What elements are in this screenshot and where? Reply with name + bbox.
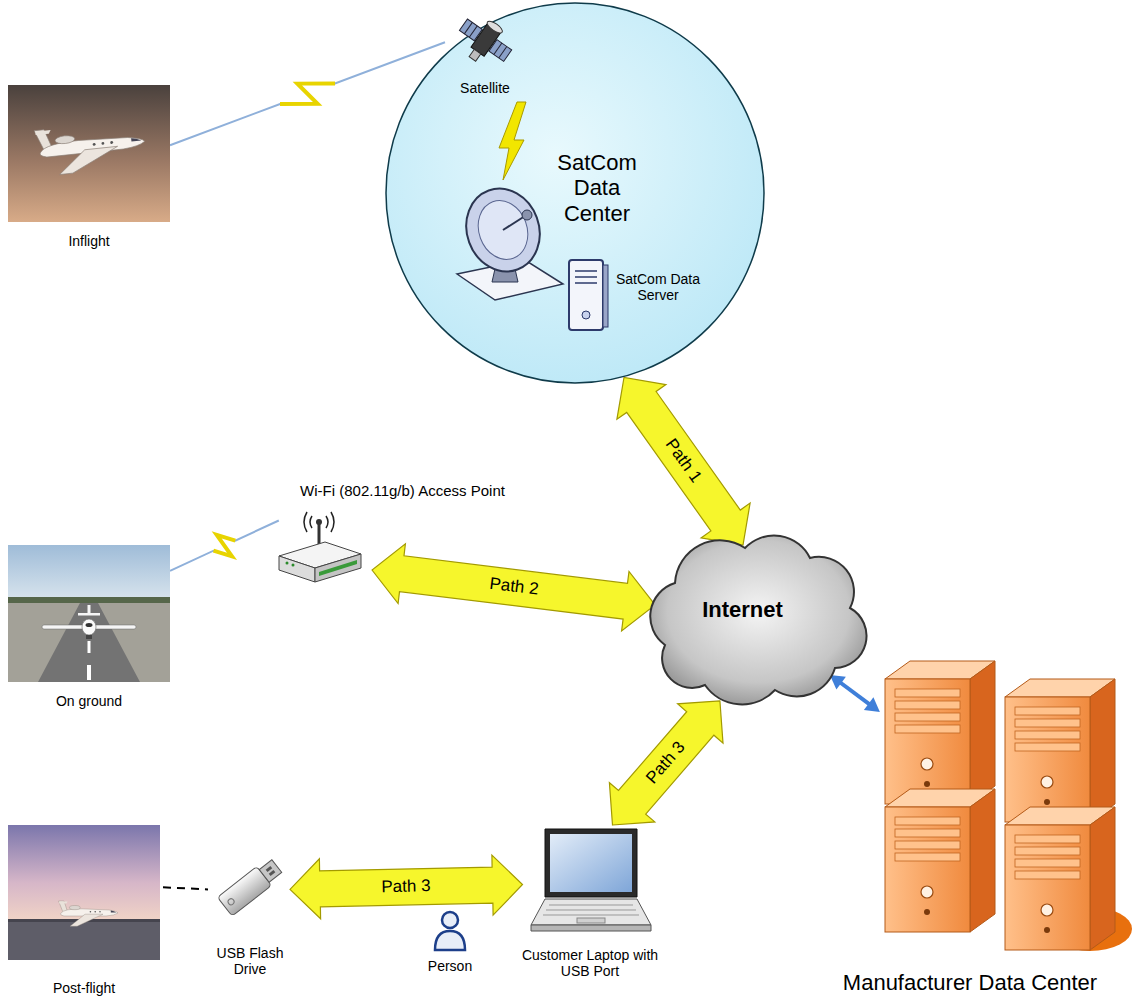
person: Person xyxy=(415,910,485,982)
wireless-link xyxy=(170,521,279,571)
person-icon xyxy=(432,910,468,952)
person-label: Person xyxy=(415,958,485,974)
internet-cloud: Internet xyxy=(625,525,860,710)
network-arrow xyxy=(830,675,880,712)
post-flight-photo: Post-flight xyxy=(8,825,163,1003)
path-label: Path 1 xyxy=(662,436,706,487)
path-arrow xyxy=(290,855,523,919)
arrow-line xyxy=(840,682,871,705)
wifi-access-point: Wi-Fi (802.11g/b) Access Point xyxy=(265,480,540,615)
sat-icon xyxy=(455,10,515,72)
photo2-icon xyxy=(8,545,170,682)
photo3-icon xyxy=(8,825,160,960)
dashed-line xyxy=(163,887,208,889)
satcom-data-server-label: SatCom Data Server xyxy=(611,271,705,303)
path-arrow-shape xyxy=(372,544,655,631)
path-arrow-shape xyxy=(609,701,723,825)
satellite-label: Satellite xyxy=(445,80,525,96)
arrow-head xyxy=(864,697,880,712)
path-arrow xyxy=(372,544,655,631)
path-arrow xyxy=(617,378,750,546)
dashed-link xyxy=(163,887,208,889)
servers-icon xyxy=(875,657,1133,952)
on-ground-photo: On ground xyxy=(8,545,170,717)
wifi-access-point-label: Wi-Fi (802.11g/b) Access Point xyxy=(265,482,540,499)
path-label: Path 2 xyxy=(488,575,539,600)
customer-laptop-label: Customer Laptop with USB Port xyxy=(515,947,665,979)
satcom-data-center-label: SatCom Data Center xyxy=(542,150,652,226)
usb-flash-drive: USB Flash Drive xyxy=(200,845,300,993)
satcom-data-center: SatCom Data Center SatelliteSatCom Data S… xyxy=(385,2,765,384)
internet-cloud-label: Internet xyxy=(625,597,860,622)
inflight-photo-label: Inflight xyxy=(8,233,170,249)
satellite: Satellite xyxy=(445,10,525,102)
path-label: Path 3 xyxy=(643,738,689,787)
inflight-photo: Inflight xyxy=(8,85,170,257)
laptop-icon xyxy=(525,825,655,940)
photo1-icon xyxy=(8,85,170,222)
manufacturer-data-center: Manufacturer Data Center xyxy=(800,655,1140,1005)
usb-icon xyxy=(210,845,290,930)
post-flight-photo-label: Post-flight xyxy=(8,980,160,996)
on-ground-photo-label: On ground xyxy=(8,693,170,709)
manufacturer-data-center-label: Manufacturer Data Center xyxy=(800,970,1140,995)
satcom-data-server: SatCom Data Server xyxy=(565,257,705,337)
ap-icon xyxy=(273,508,365,585)
path-arrow-shape xyxy=(617,378,750,546)
customer-laptop: Customer Laptop with USB Port xyxy=(515,825,665,995)
usb-flash-drive-label: USB Flash Drive xyxy=(200,945,300,977)
path-arrow xyxy=(609,701,723,825)
server-icon xyxy=(565,257,610,335)
lightning-bolt xyxy=(214,535,236,557)
path-arrow-shape xyxy=(290,855,523,919)
arrow-head xyxy=(830,675,846,690)
wireless-line xyxy=(170,521,279,571)
lightning-bolt xyxy=(280,83,335,104)
path-label: Path 3 xyxy=(381,877,431,897)
